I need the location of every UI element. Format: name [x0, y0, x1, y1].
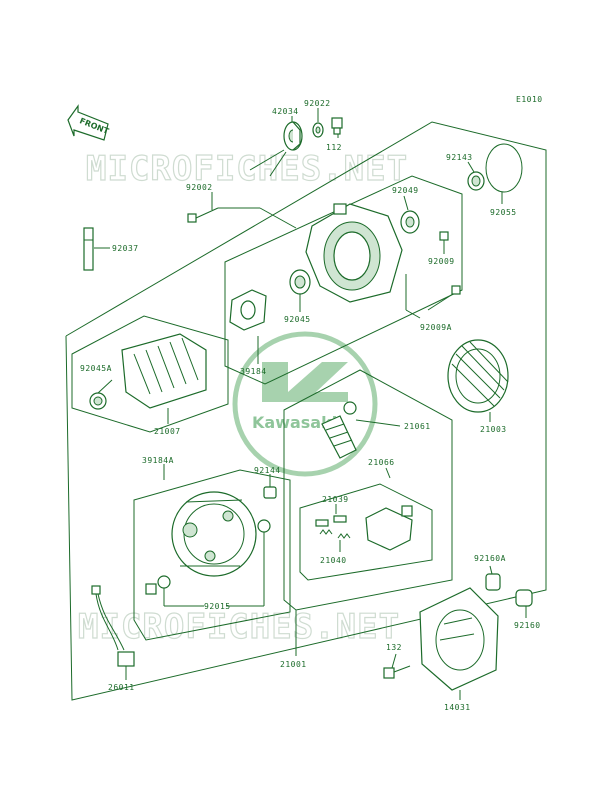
label-92045A: 92045A [80, 364, 112, 373]
brush-21039-part [315, 515, 347, 527]
label-92160A: 92160A [474, 554, 506, 563]
label-14031: 14031 [444, 703, 471, 712]
label-92055: 92055 [490, 208, 517, 217]
label-39184: 39184 [240, 367, 267, 376]
o-ring-92055-part [485, 143, 523, 193]
front-arrow-icon: FRONT [67, 104, 111, 141]
rotor-box [71, 315, 229, 433]
label-92160: 92160 [514, 621, 541, 630]
seal-92049-part [400, 210, 420, 234]
label-92037: 92037 [112, 244, 139, 253]
nut-112-part [331, 117, 343, 135]
bearing-92045-part [289, 269, 311, 295]
leader-lines [94, 108, 527, 700]
label-92009: 92009 [428, 257, 455, 266]
assembly-outline [65, 121, 547, 701]
bolt-132-part [383, 665, 411, 679]
rear-housing-part [171, 491, 257, 577]
watermark-top: MICROFICHES.NET [86, 149, 408, 189]
label-39184A: 39184A [142, 456, 174, 465]
kawasaki-logo-text: Kawasaki [252, 413, 337, 432]
label-112: 112 [326, 143, 342, 152]
bolt-92009A-part [427, 285, 461, 311]
retainer-plate-part [229, 289, 267, 331]
label-92022: 92022 [304, 99, 331, 108]
rotor-part [89, 333, 207, 410]
regulator-part [365, 505, 413, 551]
front-housing-box [224, 175, 463, 385]
pin-92037-part [83, 227, 94, 271]
label-92045: 92045 [284, 315, 311, 324]
collar-92143-part [467, 171, 485, 191]
part-labels: 42034 92022 112 92143 92055 92002 92049 … [80, 99, 541, 712]
label-132: 132 [386, 643, 402, 652]
brush-holder-part [321, 401, 357, 459]
rear-housing-box [133, 469, 291, 641]
regulator-box [299, 483, 433, 581]
label-92015: 92015 [204, 602, 231, 611]
label-21039: 21039 [322, 495, 349, 504]
label-92144: 92144 [254, 466, 281, 475]
washer-92022-part [312, 122, 324, 138]
label-21061: 21061 [404, 422, 431, 431]
pulley-part [283, 121, 303, 151]
label-21066: 21066 [368, 458, 395, 467]
label-21040: 21040 [320, 556, 347, 565]
screw-92009-part [439, 231, 449, 241]
label-21007: 21007 [154, 427, 181, 436]
spring-21040-part [319, 529, 351, 539]
spacer-92160A-part [485, 573, 501, 591]
spacer-92160-part [515, 589, 533, 607]
label-21003: 21003 [480, 425, 507, 434]
label-21001: 21001 [280, 660, 307, 669]
label-42034: 42034 [272, 107, 299, 116]
label-26011: 26011 [108, 683, 135, 692]
label-92009A: 92009A [420, 323, 452, 332]
brush-holder-box [283, 369, 453, 611]
label-92002: 92002 [186, 183, 213, 192]
nut-92015-part [145, 519, 271, 595]
front-housing-part [305, 203, 403, 303]
stator-part [447, 339, 509, 413]
label-92049: 92049 [392, 186, 419, 195]
label-92143: 92143 [446, 153, 473, 162]
bolt-92002-part [187, 207, 219, 223]
harness-part [91, 585, 135, 667]
diagram-code: E1010 [516, 95, 543, 104]
watermark-bottom: MICROFICHES.NET [78, 607, 400, 647]
washer-92144-part [263, 486, 277, 499]
cover-part [419, 587, 499, 691]
kawasaki-logo: Kawasaki [232, 331, 378, 477]
